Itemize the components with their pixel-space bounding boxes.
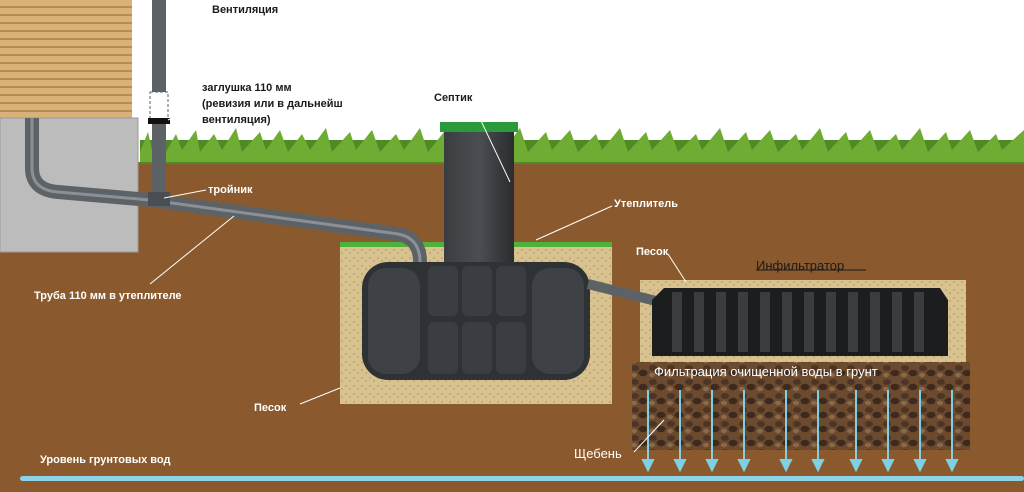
label-sand-right: Песок: [636, 246, 669, 258]
arrow: [705, 390, 719, 473]
arrow: [641, 390, 655, 473]
gravel-bed: [632, 362, 970, 450]
label-insulation: Утеплитель: [614, 198, 678, 210]
septic-lid: [440, 122, 518, 132]
arrow: [881, 390, 895, 473]
label-pipe: Труба 110 мм в утеплителе: [34, 290, 182, 302]
grass-strip: [140, 128, 1024, 164]
tee-fitting: [148, 192, 170, 206]
foundation: [0, 117, 139, 253]
outlet-pipe: [586, 279, 662, 307]
label-sand-bottom: Песок: [254, 402, 287, 414]
filtration-arrows: [641, 390, 959, 473]
septic-tank: [362, 262, 590, 380]
label-ventilation: Вентиляция: [212, 4, 279, 16]
label-tee: тройник: [208, 184, 253, 196]
label-plug-line1: заглушка 110 мм: [202, 82, 292, 94]
leader-lines: [149, 5, 687, 405]
septic-riser: [444, 128, 514, 268]
arrow: [811, 390, 825, 473]
arrow: [945, 390, 959, 473]
label-gravel: Щебень: [574, 446, 622, 461]
pipe-plug: [148, 118, 170, 124]
infiltrator: [652, 288, 948, 356]
groundwater-line: [20, 476, 1024, 481]
arrow: [849, 390, 863, 473]
label-infiltrator: Инфильтратор: [756, 258, 845, 273]
house-wall: [0, 0, 132, 118]
label-plug-line3: вентиляция): [202, 114, 271, 126]
arrow: [673, 390, 687, 473]
arrow: [737, 390, 751, 473]
label-septic: Септик: [434, 92, 473, 104]
arrow: [779, 390, 793, 473]
label-filtration: Фильтрация очищенной воды в грунт: [654, 364, 878, 379]
arrow: [913, 390, 927, 473]
label-groundwater: Уровень грунтовых вод: [40, 454, 171, 466]
label-plug-line2: (ревизия или в дальнейш: [202, 98, 343, 110]
